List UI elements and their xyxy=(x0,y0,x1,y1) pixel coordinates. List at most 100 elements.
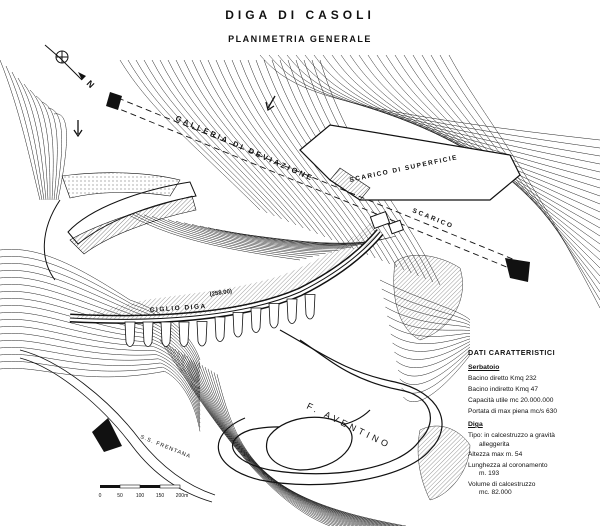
dam-body xyxy=(69,222,384,324)
legend-heading: DATI CARATTERISTICI xyxy=(468,348,556,357)
contour-line xyxy=(304,54,600,181)
bridge-structure xyxy=(92,418,122,452)
contour-line xyxy=(159,217,333,253)
contour-line xyxy=(165,343,339,526)
contour-line xyxy=(223,59,354,250)
contour-line xyxy=(0,354,201,424)
upstream-cofferdam xyxy=(61,172,197,255)
buttress xyxy=(124,321,136,347)
contour-line xyxy=(41,101,58,201)
legend-row: Altezza max m. 54 xyxy=(468,451,523,459)
contour-line xyxy=(215,59,347,247)
contour-line xyxy=(47,107,62,201)
contour-line xyxy=(135,59,275,217)
map-title: DIGA DI CASOLI xyxy=(225,8,375,22)
contour-line xyxy=(388,324,471,337)
contour-line xyxy=(421,54,600,285)
rock-outcrop xyxy=(393,255,463,341)
contour-line xyxy=(0,368,201,432)
contour-line xyxy=(0,319,201,403)
contour-line xyxy=(403,354,471,402)
contour-line xyxy=(135,212,313,258)
buttress xyxy=(268,303,280,329)
contour-line xyxy=(207,59,340,244)
legend-diga-heading: Diga xyxy=(468,420,483,428)
contour-line xyxy=(191,59,325,238)
contour-line xyxy=(11,71,45,201)
diversion-tunnel xyxy=(111,97,521,271)
contour-line xyxy=(313,54,600,189)
contour-line xyxy=(0,59,41,201)
contour-line xyxy=(151,216,326,254)
contour-line xyxy=(29,89,51,201)
legend-row: Volume di calcestruzzo mc. 82.000 xyxy=(468,481,536,497)
contour-line xyxy=(394,54,600,261)
contour-line xyxy=(151,59,289,223)
legend-serbatoio-heading: Serbatoio xyxy=(468,364,500,371)
contour-line xyxy=(390,333,471,344)
buttress xyxy=(304,294,316,320)
contour-line xyxy=(412,54,600,277)
contour-line xyxy=(396,344,471,368)
map-subtitle: PLANIMETRIA GENERALE xyxy=(228,34,372,44)
contour-line xyxy=(0,298,201,390)
contour-line xyxy=(119,59,261,211)
rock-outcrop-lower xyxy=(417,425,471,501)
contour-line xyxy=(259,54,600,141)
contour-line xyxy=(268,54,600,149)
buttress xyxy=(196,321,208,347)
contour-line xyxy=(0,312,201,398)
characteristics-legend: DATI CARATTERISTICI Serbatoio Bacino dir… xyxy=(468,348,598,500)
scale-label: 50 xyxy=(117,493,123,499)
buttress xyxy=(160,321,172,347)
legend-row: Bacino diretto Kmq 232 xyxy=(468,375,537,383)
contour-line xyxy=(367,54,600,237)
contour-line xyxy=(0,347,201,419)
contour-lines xyxy=(0,54,600,526)
contour-line xyxy=(143,59,282,220)
contour-line xyxy=(143,214,320,256)
north-arrow-icon xyxy=(44,44,86,81)
contour-line xyxy=(175,220,345,250)
contour-line xyxy=(358,54,600,229)
contour-line xyxy=(239,59,369,256)
contour-line xyxy=(199,59,333,241)
buttress xyxy=(142,321,154,347)
contour-line xyxy=(385,54,600,253)
contour-line xyxy=(0,340,201,415)
buttress xyxy=(214,316,226,342)
contour-line xyxy=(0,361,201,428)
contour-line xyxy=(53,113,67,201)
legend-row: Bacino indiretto Kmq 47 xyxy=(468,386,539,394)
contour-line xyxy=(239,233,397,244)
contour-line xyxy=(331,54,600,205)
contour-line xyxy=(403,54,600,269)
contour-line xyxy=(167,219,339,251)
legend-row: Tipo: in calcestruzzo a gravità allegger… xyxy=(468,432,555,448)
buttress xyxy=(250,307,262,333)
flow-arrow-icon xyxy=(73,120,83,138)
contour-line xyxy=(23,83,49,201)
flow-arrow-icon xyxy=(265,95,276,112)
contour-line xyxy=(448,54,600,309)
scale-bar: 0 50 100 150 200m xyxy=(99,484,189,499)
contour-line xyxy=(127,59,268,214)
legend-row: Portata di max piena mc/s 630 xyxy=(468,407,558,415)
label-quota: (258.00) xyxy=(209,289,232,298)
scale-label: 150 xyxy=(156,493,165,499)
label-ciglio-diga: CIGLIO DIGA xyxy=(150,303,207,314)
contour-line xyxy=(397,346,471,377)
contour-line xyxy=(392,338,471,352)
contour-line xyxy=(399,349,471,385)
contour-line xyxy=(159,339,331,526)
label-galleria: GALLERIA DI DEVIAZIONE xyxy=(174,114,315,183)
buttress xyxy=(232,312,244,338)
contour-line xyxy=(183,59,318,235)
contour-line xyxy=(340,54,600,213)
legend-row: Capacità utile mc 20.000.000 xyxy=(468,396,554,404)
contour-line xyxy=(277,54,600,157)
contour-line xyxy=(349,54,600,221)
scale-label: 200m xyxy=(176,493,189,499)
contour-line xyxy=(162,341,335,526)
dam-buttresses xyxy=(124,294,316,347)
